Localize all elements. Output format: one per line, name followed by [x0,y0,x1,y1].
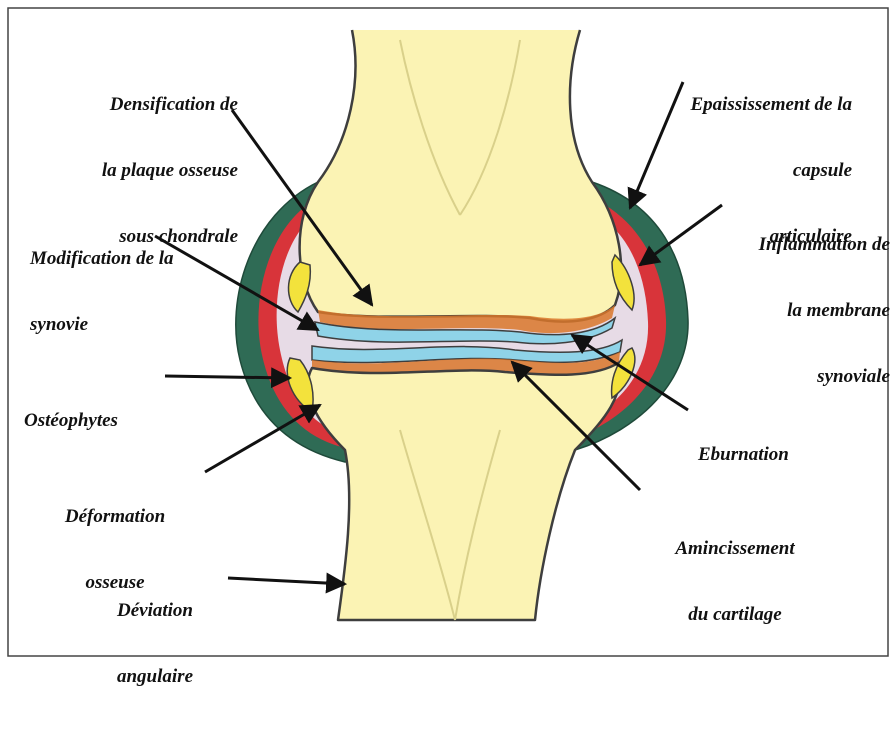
label-inflammation: Inflammation de la membrane synoviale [690,190,890,432]
label-modification: Modification de la synovie [30,204,250,380]
label-deviation: Déviation angulaire [90,556,220,732]
arrow-icon [228,578,345,584]
label-amincissement: Amincissement du cartilage [650,494,820,670]
diagram-frame: Densification de la plaque osseuse sous … [0,0,896,664]
femur [300,30,621,322]
label-osteophytes: Ostéophytes [24,366,174,476]
tibia [308,362,621,620]
